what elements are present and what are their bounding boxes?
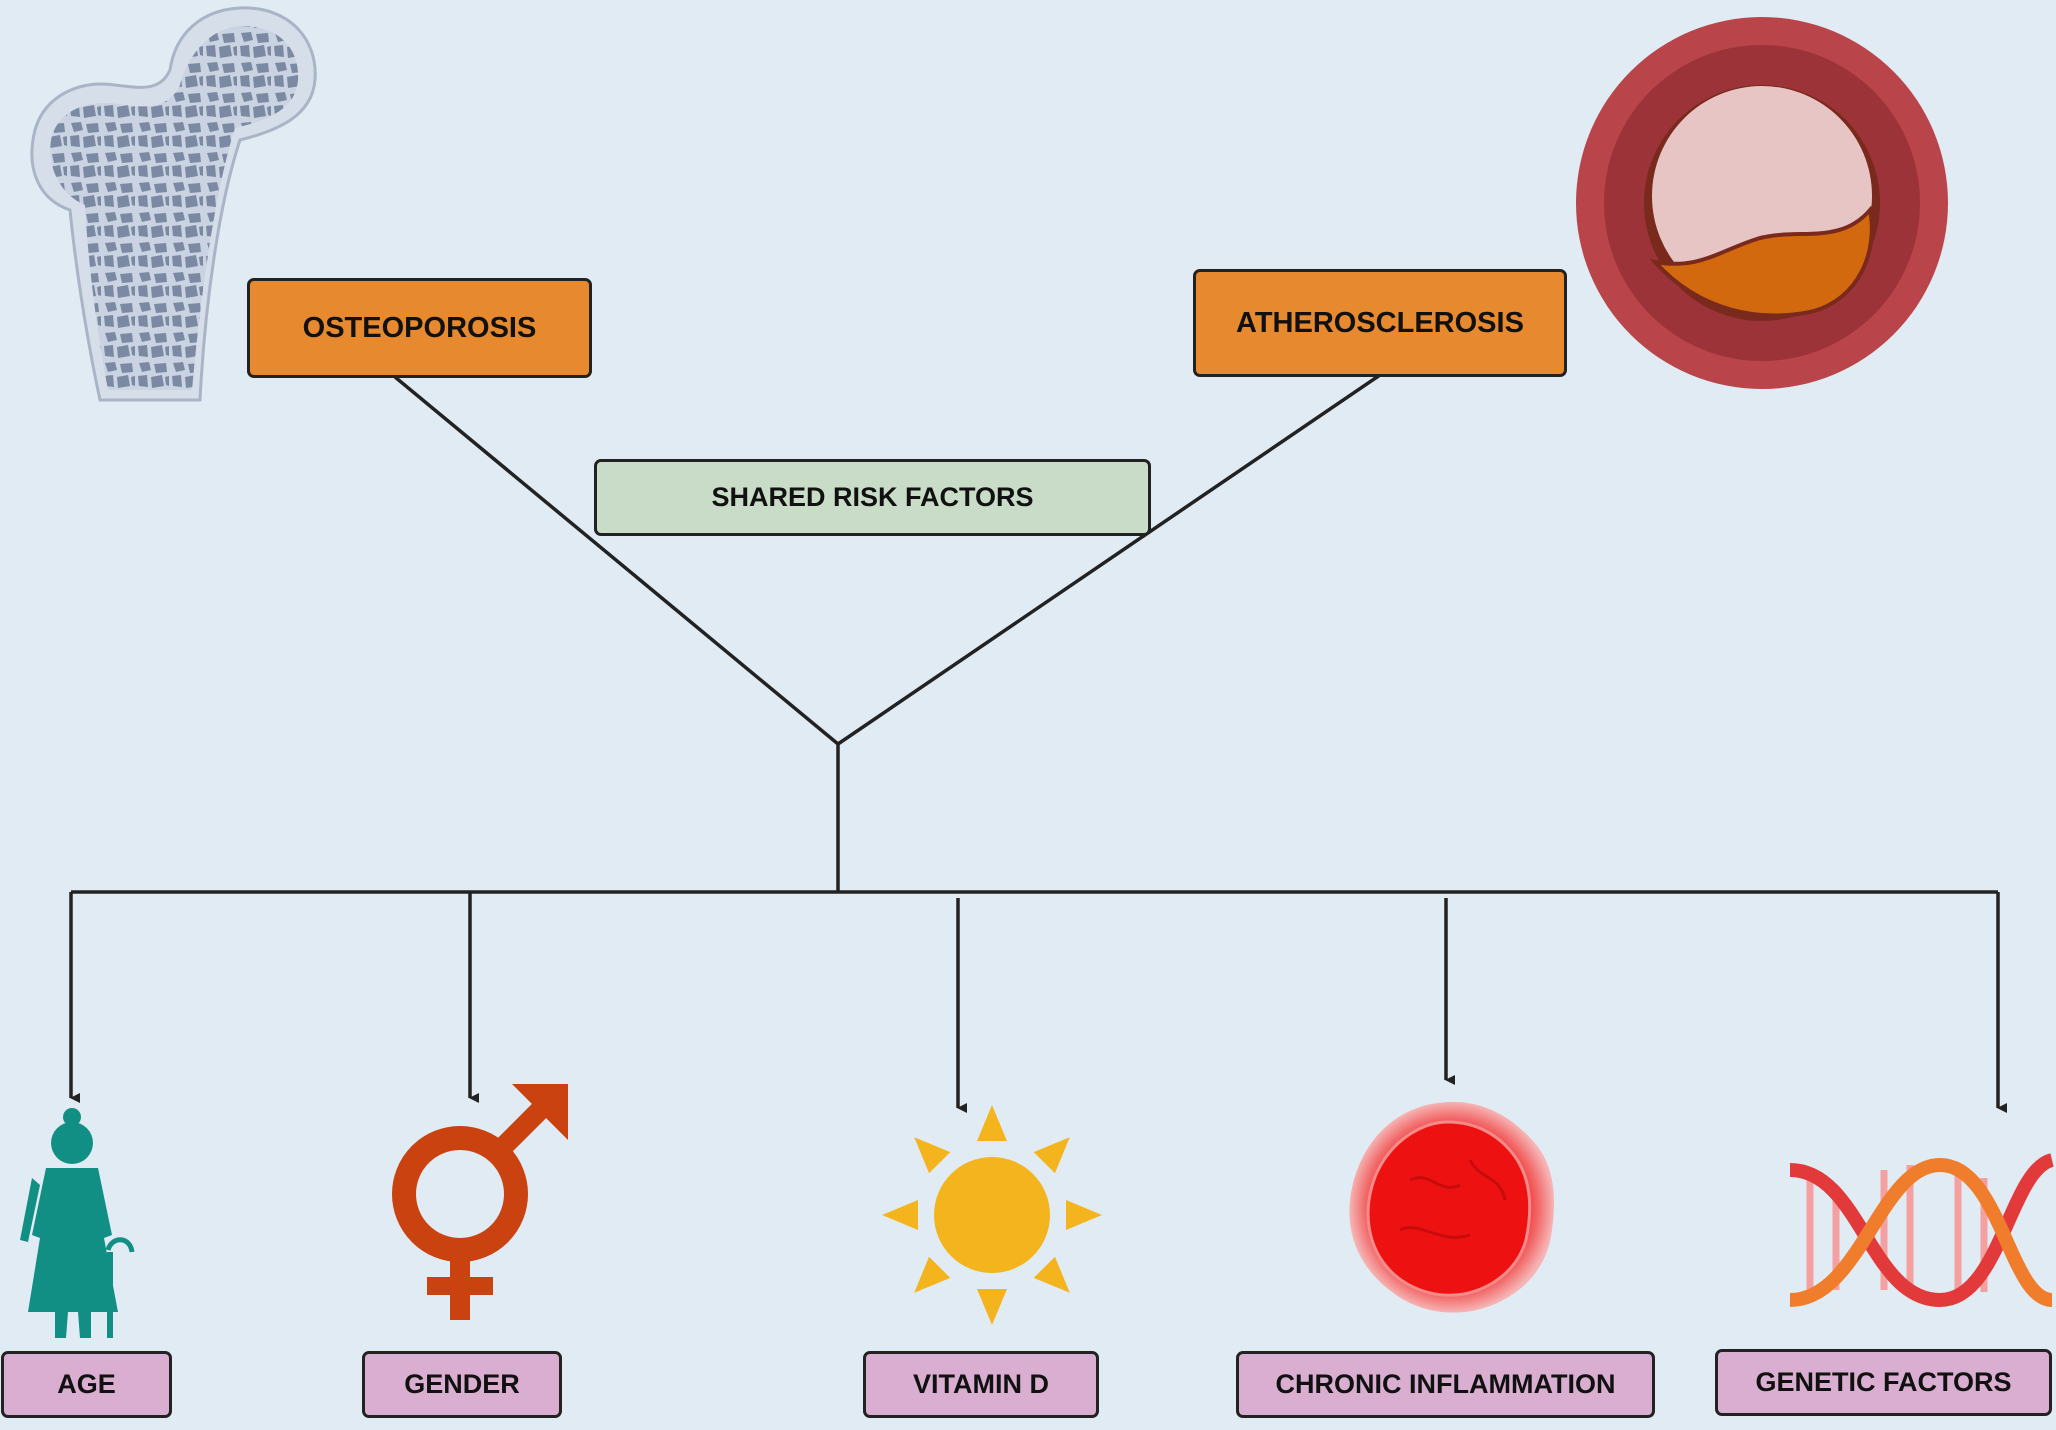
connector-osteoporosis (393, 375, 840, 746)
dna-icon (1789, 1153, 2055, 1308)
gender-symbol-icon (392, 1084, 568, 1320)
sun-ray (1066, 1200, 1102, 1230)
vitamin-d-label: VITAMIN D (913, 1369, 1049, 1399)
chronic-inflammation-box: CHRONIC INFLAMMATION (1236, 1351, 1655, 1418)
sun-ray (914, 1137, 951, 1174)
sun-icon (882, 1105, 1102, 1325)
genetic-factors-box: GENETIC FACTORS (1715, 1349, 2052, 1416)
sun-ray (977, 1105, 1007, 1141)
age-label: AGE (57, 1369, 116, 1399)
sun-ray (1033, 1137, 1070, 1174)
atherosclerosis-box: ATHEROSCLEROSIS (1193, 269, 1567, 377)
artery-plaque-icon (1576, 17, 1948, 389)
osteoporosis-box: OSTEOPOROSIS (247, 278, 592, 378)
shared-risk-factors-label: SHARED RISK FACTORS (711, 482, 1034, 512)
sun-ray (914, 1256, 951, 1293)
inflammation-cell-icon (1349, 1101, 1554, 1313)
chronic-inflammation-label: CHRONIC INFLAMMATION (1275, 1369, 1616, 1399)
osteoporosis-label: OSTEOPOROSIS (302, 311, 537, 344)
elderly-woman-icon (20, 1108, 135, 1338)
risk-factor-arrows (69, 892, 2007, 1113)
shared-risk-factors-box: SHARED RISK FACTORS (594, 459, 1151, 536)
tree-connectors (71, 373, 1998, 894)
sun-ray (1033, 1256, 1070, 1293)
atherosclerosis-label: ATHEROSCLEROSIS (1236, 306, 1524, 339)
gender-box: GENDER (362, 1351, 562, 1418)
vitamin-d-box: VITAMIN D (863, 1351, 1099, 1418)
genetic-factors-label: GENETIC FACTORS (1755, 1367, 2012, 1397)
age-box: AGE (1, 1351, 172, 1418)
sun-ray (882, 1200, 918, 1230)
femur-bone-icon (30, 6, 317, 402)
sun-ray (977, 1289, 1007, 1325)
connector-atherosclerosis (837, 373, 1381, 746)
gender-label: GENDER (404, 1369, 520, 1399)
